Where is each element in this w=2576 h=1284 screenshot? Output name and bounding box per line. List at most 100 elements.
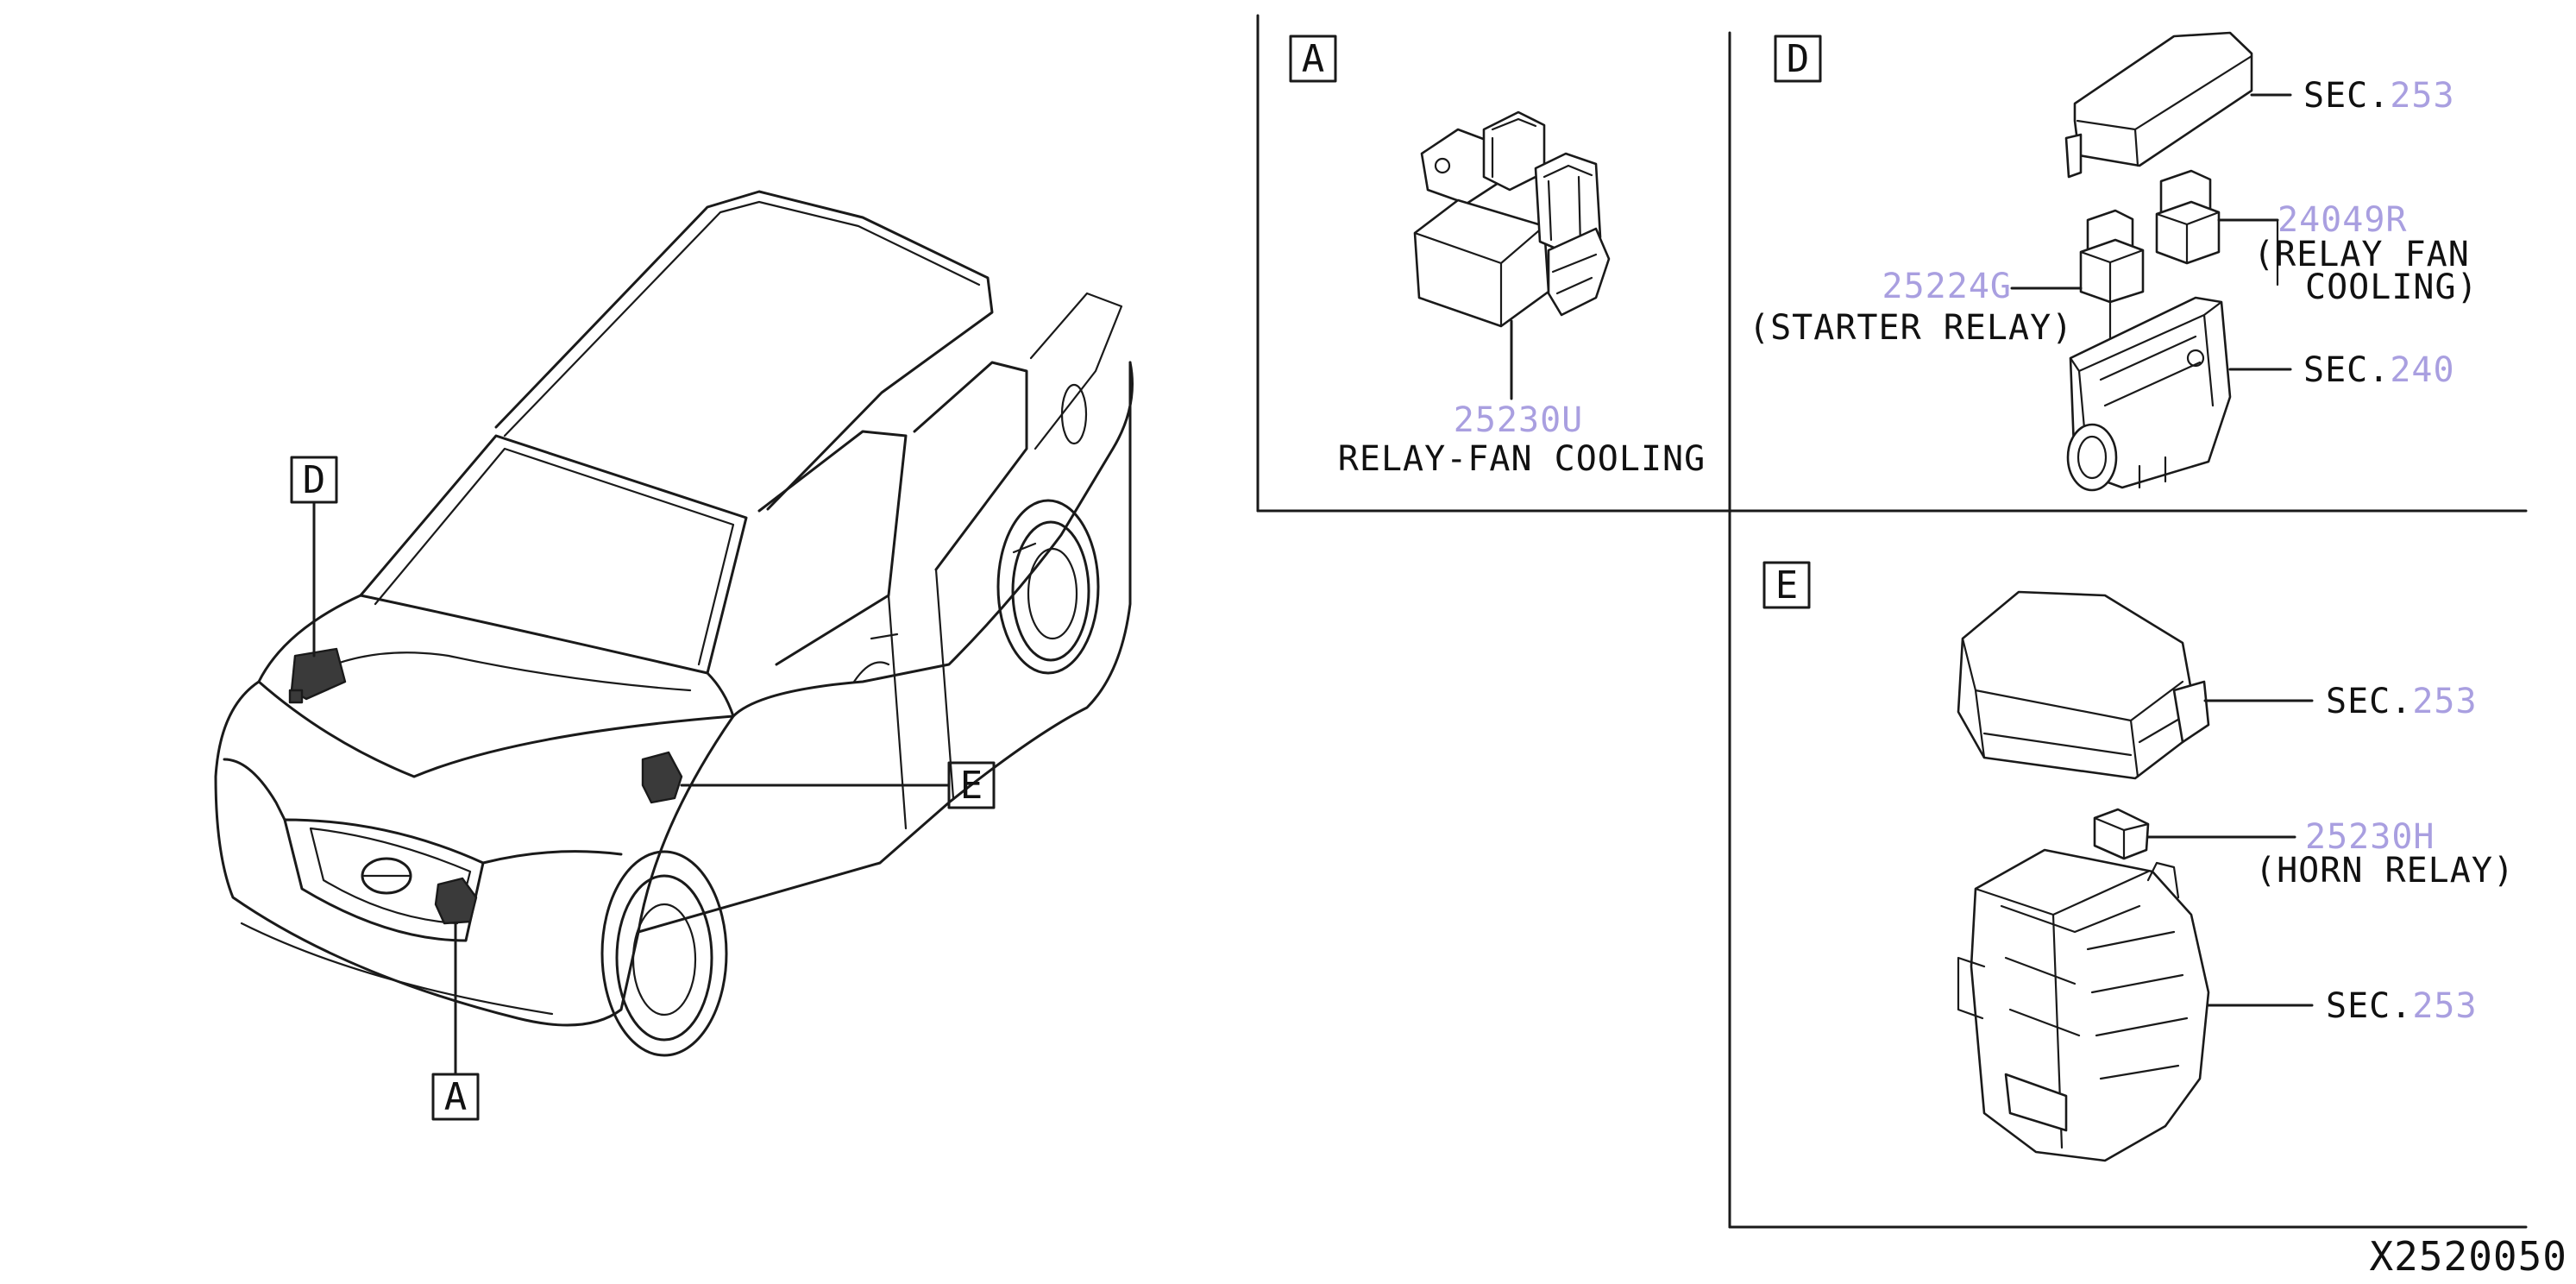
car-windshield	[359, 434, 748, 675]
car-rear-door-handle	[1012, 542, 1037, 554]
car-front-wheel	[615, 874, 713, 1042]
car-roof-rail	[503, 200, 981, 437]
panel-e-cover-sec-number: 253	[2412, 682, 2477, 721]
callout-a-letter: A	[444, 1075, 468, 1119]
vehicle-overview-drawing: D E A	[214, 190, 1134, 1121]
panel-d: D SEC.253 24049R (RELAY FAN COOLING) 252…	[1749, 31, 2479, 492]
panel-e-letter-box	[1762, 561, 1811, 609]
car-quarter-window	[1029, 292, 1123, 450]
car-hood	[257, 594, 735, 778]
panel-d-relay-box-grommet	[2066, 423, 2118, 492]
panel-d-letter: D	[1787, 37, 1810, 81]
car-mirror	[852, 661, 890, 683]
panel-d-cover-sec-number: 253	[2390, 76, 2454, 116]
panel-e: E SEC.253 25230H (HORN RELAY)	[1762, 561, 2515, 1162]
relay-a-body-edges	[1413, 224, 1546, 328]
panel-e-cover-sec-label: SEC.	[2326, 682, 2412, 721]
car-hood-crease	[296, 651, 692, 692]
car-rear-wheel-arch	[996, 499, 1100, 675]
panel-e-cover-sec: SEC.253	[2326, 682, 2478, 721]
panel-d-cover-sec-label: SEC.	[2303, 76, 2390, 116]
relay-fan-cooling-drawing	[1413, 110, 1611, 328]
callout-d-box	[290, 456, 338, 504]
callout-a-box	[431, 1073, 480, 1121]
panel-d-relay-box-slots	[2099, 335, 2202, 407]
callout-e-letter: E	[960, 764, 983, 808]
car-rear-wheel	[1011, 520, 1090, 662]
panel-e-cover-body	[1957, 590, 2193, 780]
car-rear-rim	[1027, 547, 1078, 640]
panel-d-relay-box-feet	[2138, 456, 2167, 489]
relay-a-mount-hole	[1434, 157, 1451, 174]
panel-e-cover-drawing	[1957, 590, 2210, 780]
car-tail-lamp	[1060, 383, 1088, 445]
panel-d-starter-relay-edges	[2079, 249, 2145, 304]
panel-e-box-bracket	[1957, 956, 1986, 1020]
panel-d-relay-fan-edges	[2155, 211, 2221, 265]
panel-e-box-tab	[2004, 1073, 2068, 1132]
car-front-door-window	[757, 430, 908, 666]
callout-e-box	[947, 761, 996, 809]
panel-d-relay-box-grommet-inner	[2077, 435, 2108, 480]
car-part-a-location	[434, 877, 478, 925]
panel-d-starter-part-number: 25224G	[1882, 267, 2013, 306]
panel-d-cover-sec: SEC.253	[2303, 76, 2455, 116]
car-left-headlamp	[223, 758, 286, 821]
panel-d-box-sec-number: 240	[2390, 350, 2454, 390]
car-windshield-inner	[374, 447, 735, 666]
panel-d-box-sec: SEC.240	[2303, 350, 2455, 390]
panel-e-box-sec-number: 253	[2412, 986, 2477, 1026]
car-front-door-handle	[870, 633, 899, 640]
relay-a-housing	[1547, 227, 1611, 317]
panel-e-horn-desc: (HORN RELAY)	[2255, 851, 2515, 891]
panel-e-horn-part-number: 25230H	[2305, 817, 2435, 857]
panel-d-starter-desc: (STARTER RELAY)	[1749, 308, 2073, 348]
panel-d-cover-drawing	[2064, 31, 2253, 179]
car-door-seam-front	[887, 594, 908, 830]
car-door-seam-rear	[934, 568, 955, 800]
panel-d-relay-fan-desc-2: COOLING)	[2305, 268, 2479, 307]
panel-a-part-number: 25230U	[1454, 400, 1584, 440]
car-rear-door-window	[913, 361, 1028, 571]
car-front-wheel-arch	[600, 850, 728, 1057]
car-roof	[494, 190, 994, 511]
car-part-e-location	[641, 751, 683, 804]
panel-d-cover-clip	[2064, 133, 2083, 179]
panel-d-relay-fan-drawing	[2155, 169, 2221, 265]
panel-d-box-sec-label: SEC.	[2303, 350, 2390, 390]
panel-e-horn-relay-drawing	[2093, 808, 2150, 860]
panel-a: A 25230U RELAY-FAN COOLING	[1289, 35, 1706, 479]
car-lower-bumper	[240, 922, 554, 1016]
panel-e-box-drawing	[1957, 848, 2210, 1162]
panel-e-box-sec-label: SEC.	[2326, 986, 2412, 1026]
panel-e-horn-relay-edges	[2093, 816, 2150, 860]
panel-d-relay-box-drawing	[2066, 296, 2232, 492]
car-badge	[361, 857, 412, 895]
callout-d-letter: D	[303, 458, 326, 502]
car-part-d-connector	[288, 689, 304, 704]
panel-d-starter-relay-body	[2079, 238, 2145, 304]
panel-a-letter: A	[1302, 37, 1325, 81]
panel-e-box-ribs	[2086, 930, 2189, 1080]
drawing-number: X2520050	[2369, 1233, 2567, 1280]
panel-a-letter-box	[1289, 35, 1337, 83]
panel-d-starter-relay-drawing	[2079, 209, 2145, 304]
panel-e-letter: E	[1775, 563, 1799, 607]
panel-d-cover-body	[2073, 31, 2253, 167]
car-lower-side	[637, 361, 1132, 934]
panel-e-box-sec: SEC.253	[2326, 986, 2478, 1026]
panel-e-box-slots	[2000, 904, 2141, 1037]
relay-a-housing-ribs	[1551, 253, 1598, 295]
panel-e-box-body	[1970, 848, 2210, 1162]
panel-e-box-clip	[2146, 861, 2180, 899]
panel-e-cover-latch	[2172, 680, 2210, 744]
panel-e-horn-relay-body	[2093, 808, 2150, 860]
panel-d-letter-box	[1774, 35, 1822, 83]
panel-d-relay-fan-desc-1: (RELAY FAN	[2253, 235, 2470, 274]
panel-a-description: RELAY-FAN COOLING	[1338, 439, 1706, 479]
panel-d-relay-fan-part-number: 24049R	[2278, 200, 2408, 240]
car-part-d-location	[290, 647, 347, 701]
panel-e-cover-edges	[1961, 637, 2184, 778]
